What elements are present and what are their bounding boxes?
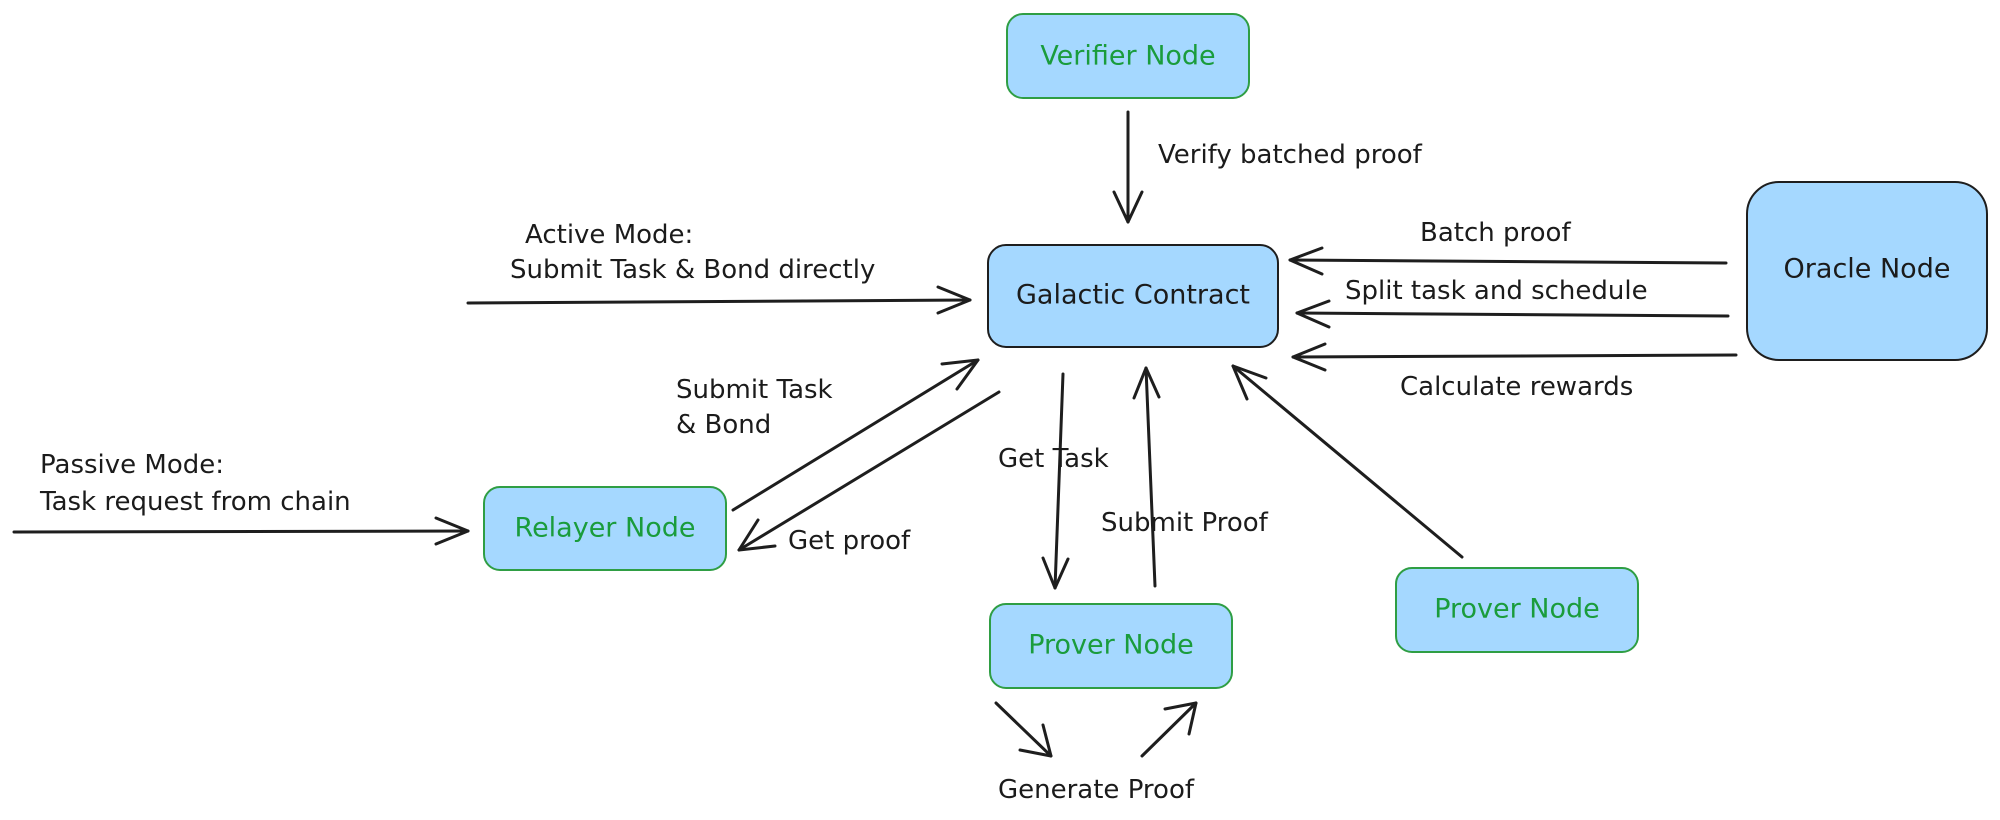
arrow-batch-proof [1288,246,1728,276]
relayer-node-label: Relayer Node [515,513,696,544]
label-submit-task-line1: Submit Task [676,375,833,405]
galactic-contract-node[interactable]: Galactic Contract [987,244,1279,348]
prover-node-center-box [989,603,1233,689]
prover-node-center[interactable]: Prover Node [989,603,1233,689]
label-submit-task-line2: & Bond [676,410,771,440]
oracle-node-label: Oracle Node [1784,254,1951,285]
label-get-task: Get Task [998,444,1109,474]
verifier-node-label: Verifier Node [1040,41,1215,72]
arrow-submit-proof [1132,366,1161,588]
label-batch-proof: Batch proof [1420,218,1571,248]
arrow-get-task [1041,372,1070,590]
label-passive-mode-desc: Task request from chain [39,487,351,517]
label-passive-mode-title: Passive Mode: [40,450,224,480]
arrow-passive-mode [12,516,470,546]
label-generate-proof: Generate Proof [998,775,1195,805]
arrow-submit-task [731,358,980,512]
relayer-node-box [483,486,727,571]
arrow-generate-proof-left [994,701,1053,758]
label-get-proof: Get proof [788,526,911,556]
prover-node-right[interactable]: Prover Node [1395,567,1639,653]
label-split-task: Split task and schedule [1345,276,1648,306]
arrow-generate-proof-right [1140,701,1198,758]
arrow-active-mode [466,285,972,315]
label-submit-proof: Submit Proof [1101,508,1269,538]
label-active-mode-desc: Submit Task & Bond directly [510,255,875,285]
arrow-verify [1112,110,1144,224]
label-verify-batched-proof: Verify batched proof [1158,140,1423,170]
arrow-get-proof [737,390,1001,552]
label-active-mode-title: Active Mode: [525,220,693,250]
relayer-node[interactable]: Relayer Node [483,486,727,571]
prover-node-right-box [1395,567,1639,653]
verifier-node-box [1006,13,1250,99]
prover-node-center-label: Prover Node [1028,630,1194,661]
oracle-node-box [1746,181,1988,361]
label-calculate-rewards: Calculate rewards [1400,372,1633,402]
arrow-calc-rewards [1291,342,1738,372]
galactic-contract-box [987,244,1279,348]
verifier-node[interactable]: Verifier Node [1006,13,1250,99]
oracle-node[interactable]: Oracle Node [1746,181,1988,361]
prover-node-right-label: Prover Node [1434,594,1600,625]
arrow-prover-right [1231,364,1464,559]
galactic-contract-label: Galactic Contract [1016,280,1250,311]
arrow-split-task [1295,299,1730,329]
